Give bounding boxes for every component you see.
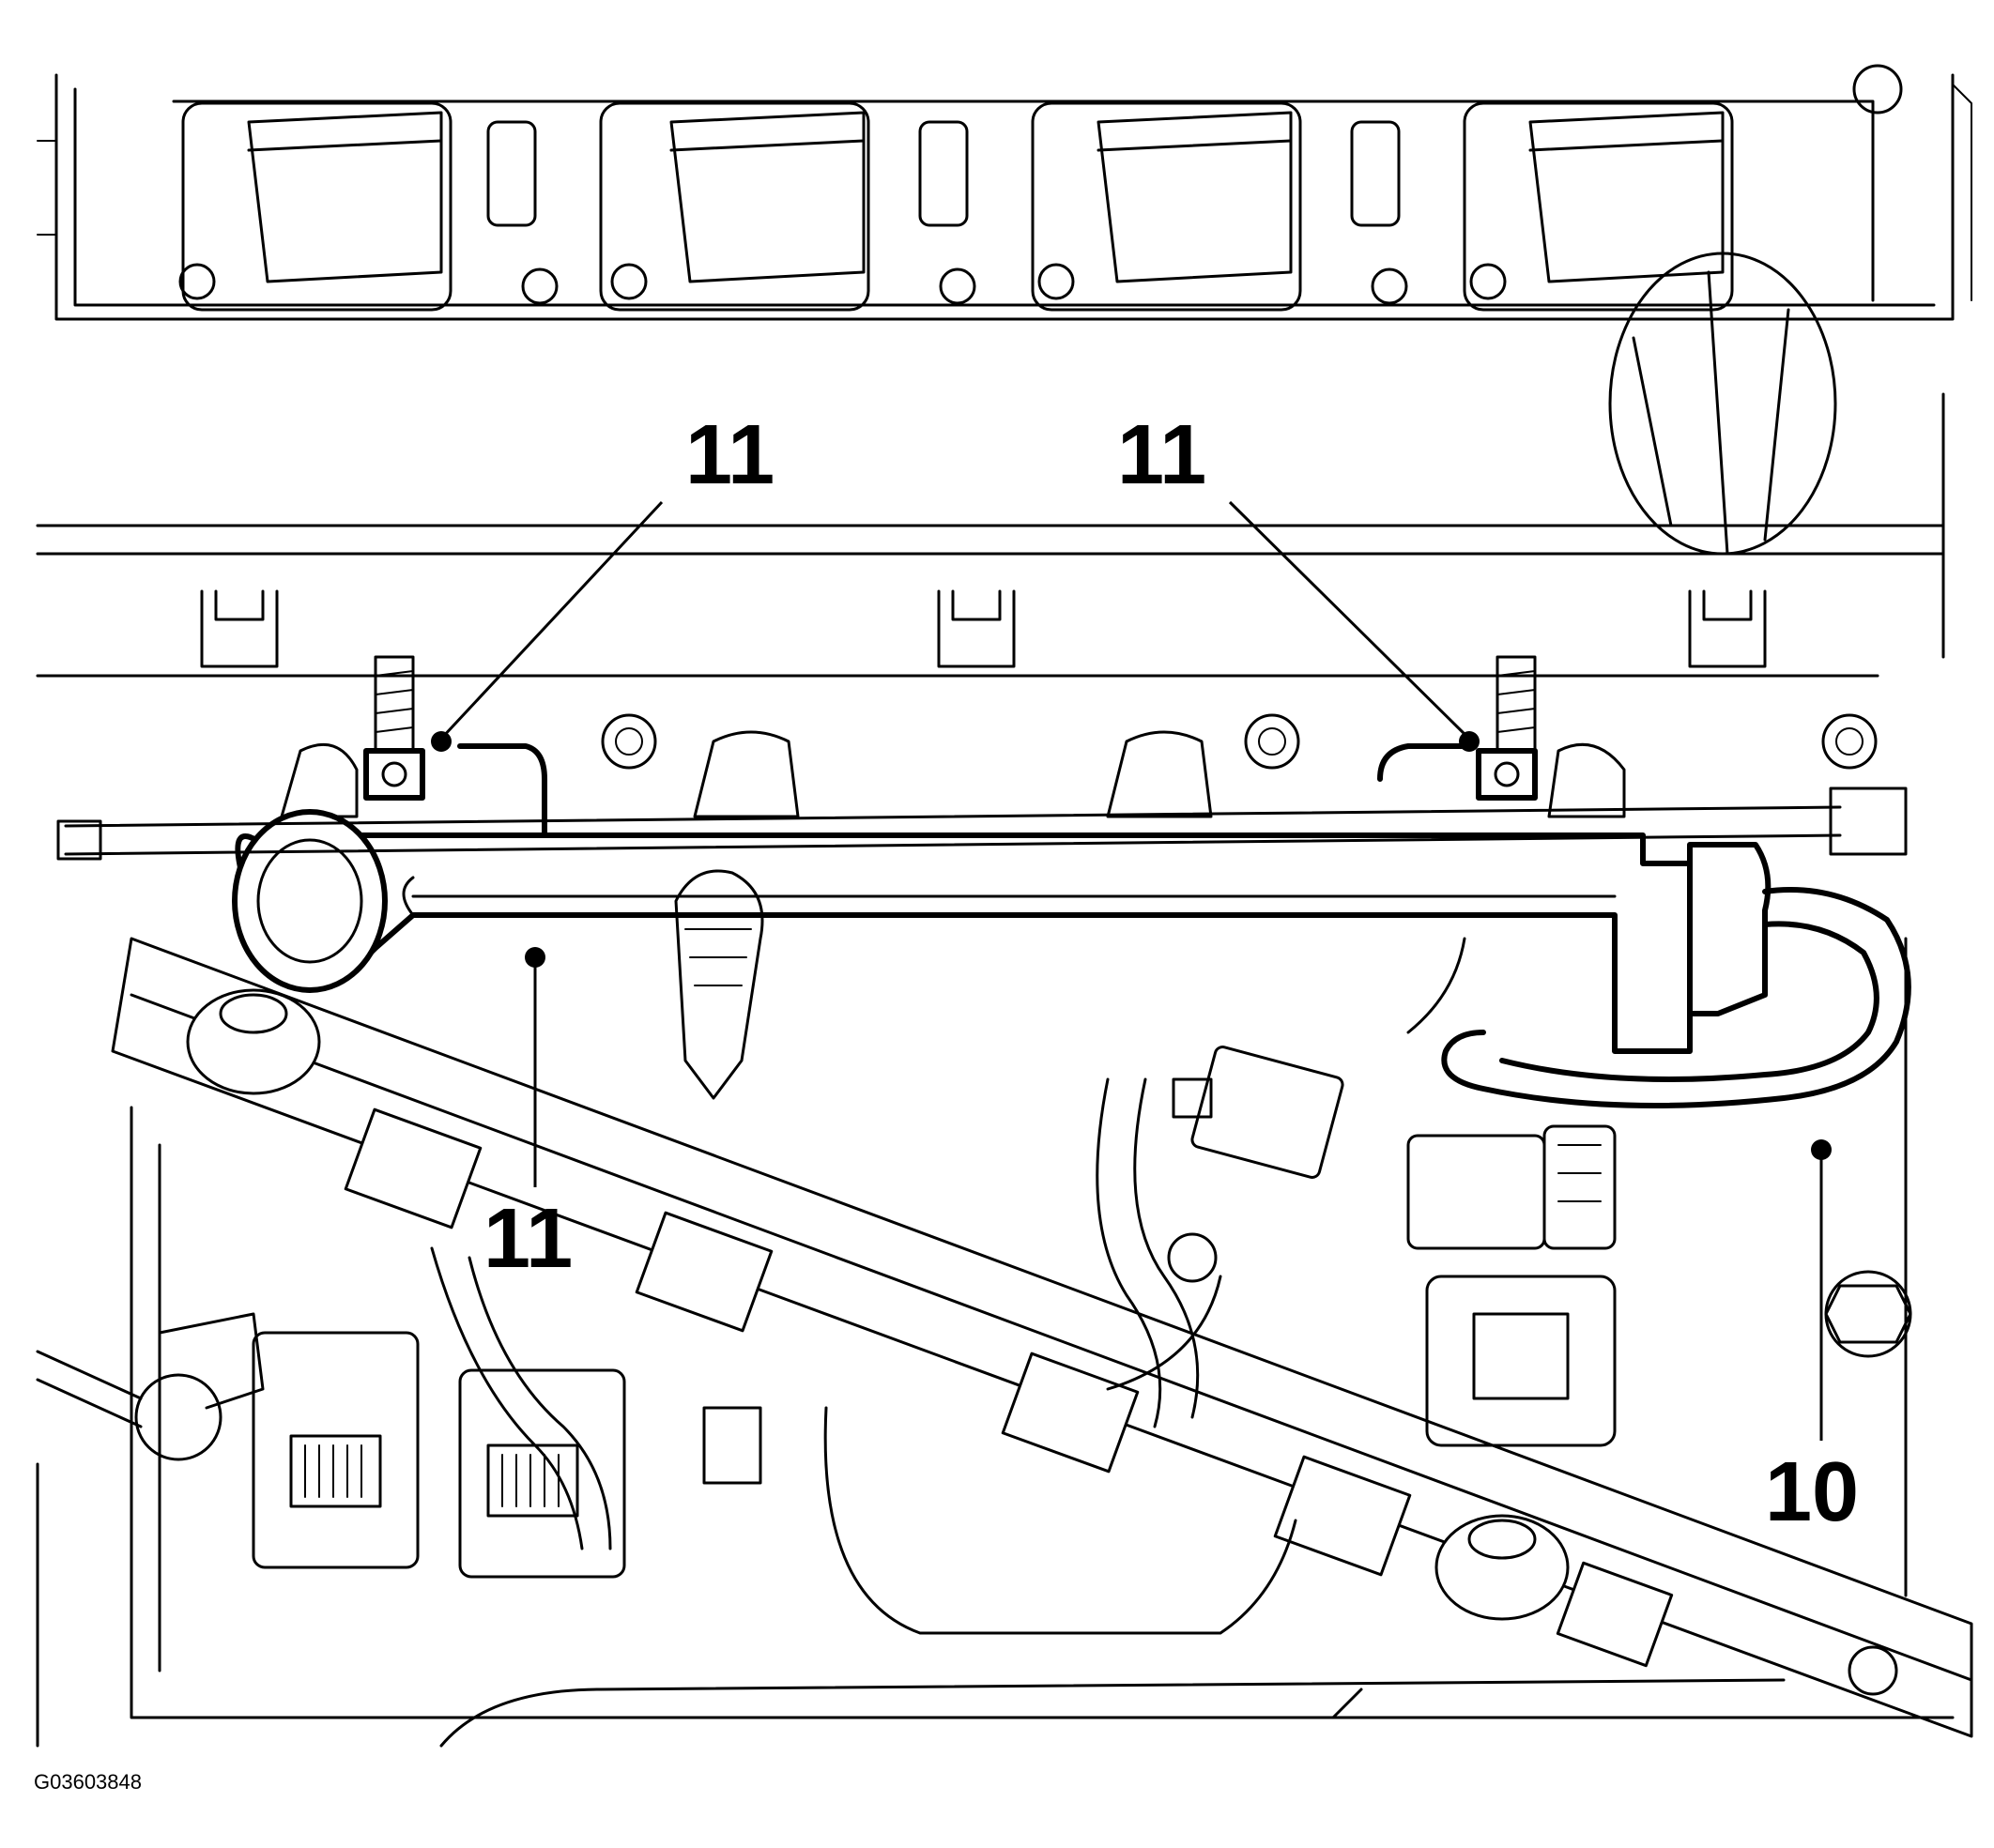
injector-wiring-tube [56, 787, 1908, 861]
ignition-coil [1463, 101, 1734, 312]
ignition-coil [1031, 101, 1408, 312]
callout-label-11-lower: 11 [483, 1192, 574, 1286]
fuel-supply-hose [1441, 887, 1911, 1108]
fuel-rail-studs [374, 655, 1537, 753]
callout-leaders [431, 500, 1832, 1441]
callout-dot [1459, 731, 1480, 752]
callout-label-11-left: 11 [685, 408, 775, 502]
figure-id: G03603848 [34, 1770, 142, 1794]
callout-label-11-right: 11 [1117, 408, 1207, 502]
callout-label-10: 10 [1765, 1445, 1860, 1539]
valve-cover [37, 73, 1972, 321]
wiring-harness [111, 937, 1973, 1738]
lower-components [36, 937, 1955, 1748]
callout-dot [525, 947, 545, 968]
fuel-rail [232, 743, 1772, 1054]
ignition-coils [178, 101, 1734, 312]
callout-dot [1811, 1139, 1832, 1160]
center-injector [674, 869, 764, 1100]
intake-manifold [36, 392, 1945, 770]
ignition-coil [599, 101, 976, 312]
fuel-injectors [280, 730, 1626, 818]
ignition-coil [178, 101, 559, 312]
callout-dot [431, 731, 452, 752]
